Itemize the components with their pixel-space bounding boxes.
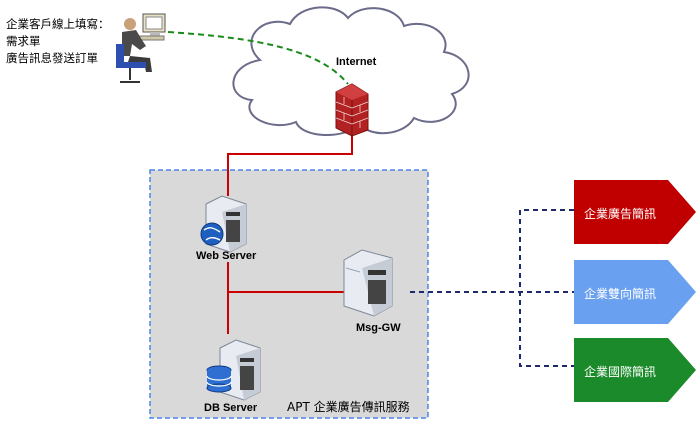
service-zone-label: APT 企業廣告傳訊服務	[287, 400, 410, 414]
client-line: 需求單	[6, 34, 41, 48]
output-label-international: 企業國際簡訊	[584, 365, 657, 379]
client-line: 廣告訊息發送訂單	[6, 51, 98, 65]
web-server-label: Web Server	[196, 250, 257, 262]
client-internet-link	[167, 31, 349, 85]
internet-cloud	[232, 6, 470, 136]
internet-label: Internet	[336, 56, 377, 68]
output-arrow-international	[574, 338, 696, 402]
db-server-label: DB Server	[204, 402, 258, 414]
red-links	[227, 136, 353, 334]
output-arrow-two-way	[574, 260, 696, 324]
msg-gateway-icon	[343, 249, 393, 317]
output-label-two-way: 企業雙向簡訊	[584, 287, 657, 301]
output-label-ad: 企業廣告簡訊	[584, 207, 657, 221]
client-user-icon	[116, 13, 166, 83]
client-line: 企業客戶線上填寫：	[6, 17, 110, 31]
client-description: 企業客戶線上填寫： 需求單 廣告訊息發送訂單	[6, 16, 110, 67]
output-arrow-ad	[574, 180, 696, 244]
firewall-icon	[335, 83, 369, 137]
msg-gateway-label: Msg-GW	[356, 322, 401, 334]
output-links	[410, 209, 574, 367]
web-server-icon	[200, 195, 247, 253]
db-server-icon	[206, 339, 261, 401]
